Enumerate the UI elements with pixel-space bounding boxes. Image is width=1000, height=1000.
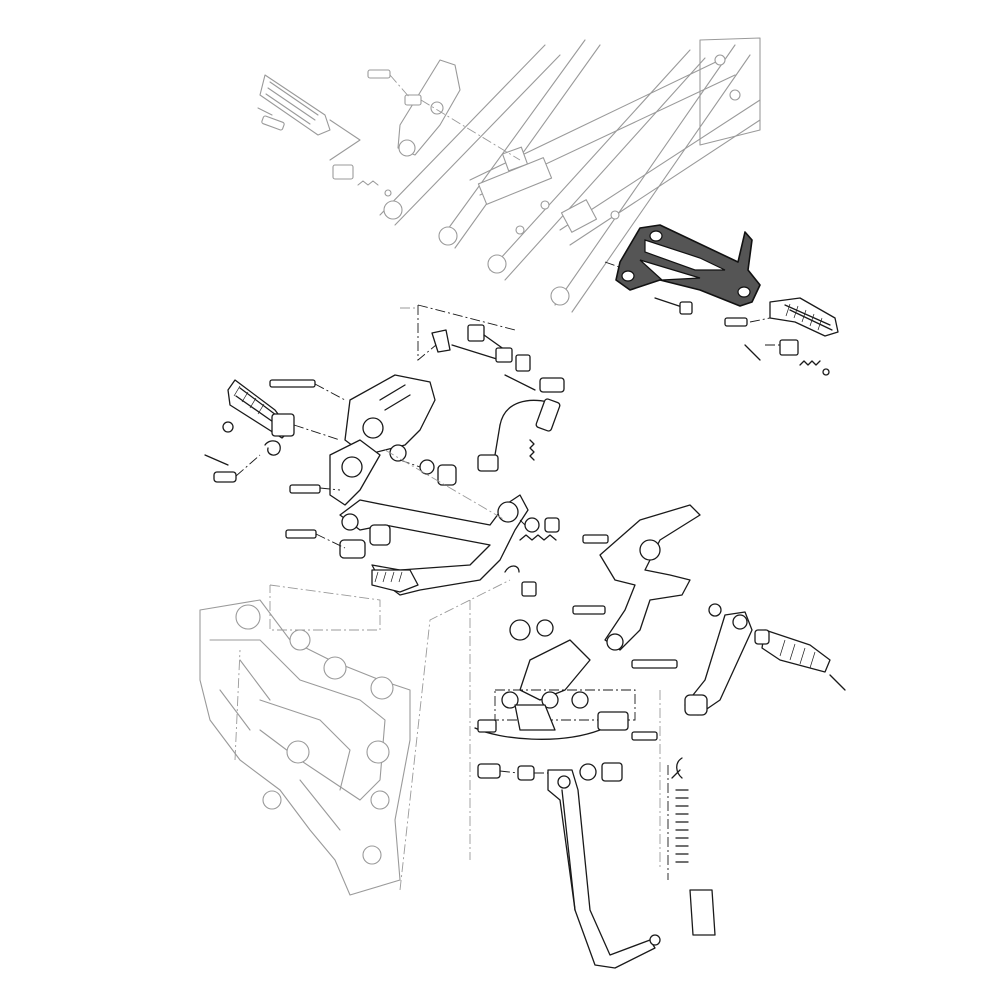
side-stand-spring [667,757,716,936]
right-passenger-footpeg [724,297,839,376]
brake-pedal-arm [339,494,529,596]
right-footrest-bracket [572,504,722,669]
right-passenger-bracket-highlighted [615,224,761,307]
side-stand-switch [474,711,658,741]
shift-lever [684,611,753,716]
rear-brake-master-parts [417,304,565,393]
left-passenger-footpeg [257,74,361,161]
rear-subframe [379,37,761,313]
side-stand-bracket [494,619,636,731]
pivot-bolts-and-washers [285,459,560,597]
brake-light-switch [477,398,561,472]
side-stand-pivot-parts [477,762,623,782]
rider-footpeg-left [204,379,346,483]
side-stand [547,769,661,969]
left-spring-detent [332,164,392,197]
rider-footpeg-right [754,629,846,691]
left-passenger-bracket [367,59,521,161]
bracket-mount-bolt [604,261,693,315]
rider-footrest-bracket [329,374,436,506]
main-frame [199,599,411,896]
assembly-leader-lines [234,307,661,891]
